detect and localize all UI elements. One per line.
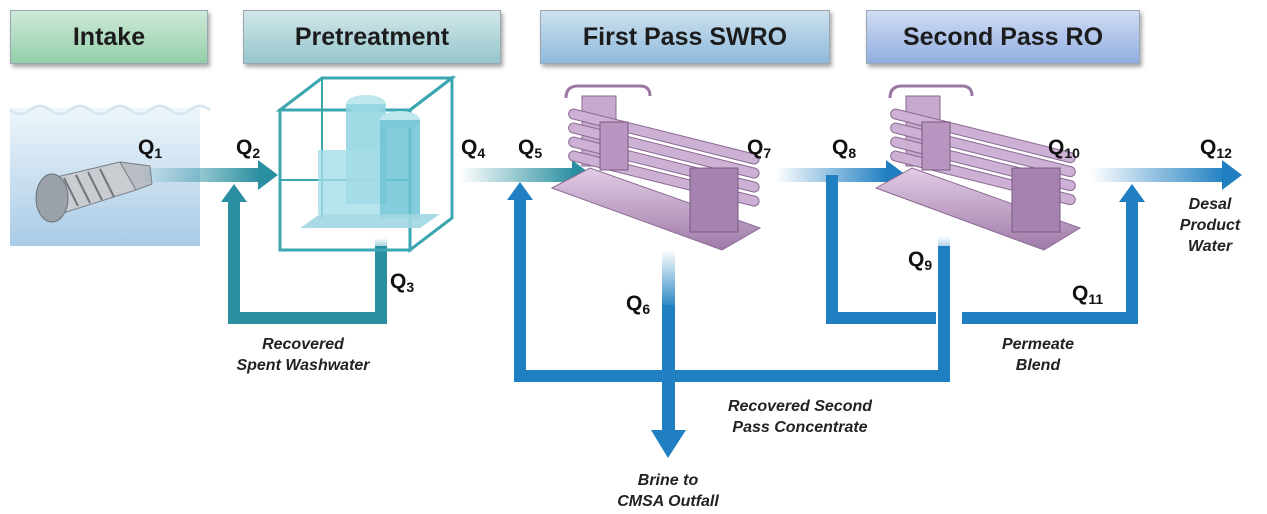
flow-label-q3: Q3 <box>390 270 415 295</box>
flow-label-q1: Q1 <box>138 136 163 161</box>
pipe-intake-to-pretreatment <box>140 168 260 182</box>
pipe-permeate-bypass <box>826 175 936 324</box>
arrow-blend-up <box>1119 184 1145 202</box>
arrow-brine-out <box>651 430 686 458</box>
pipe-washwater-recycle <box>228 198 387 324</box>
arrow-concentrate-up <box>507 182 533 200</box>
stage-pretreatment-header: Pretreatment <box>243 10 501 64</box>
flow-label-q12: Q12 <box>1200 136 1232 161</box>
flow-label-q8: Q8 <box>832 136 857 161</box>
pretreatment-filter-icon <box>275 74 457 254</box>
note-product-water: Desal Product Water <box>1179 196 1241 255</box>
flow-label-q9: Q9 <box>908 248 933 273</box>
ro-skid-icon-second-pass <box>874 84 1082 251</box>
note-brine-outfall: Brine to CMSA Outfall <box>617 472 719 510</box>
flow-label-q10: Q10 <box>1048 136 1080 161</box>
pipe-first-pass-concentrate <box>662 250 675 310</box>
stage-second-pass-label: Second Pass RO <box>902 22 1104 51</box>
flow-label-q6: Q6 <box>626 292 651 317</box>
flow-label-q2: Q2 <box>236 136 261 161</box>
flow-label-q4: Q4 <box>461 136 486 161</box>
flow-label-q11: Q11 <box>1072 282 1104 307</box>
flow-label-q7: Q7 <box>747 136 772 161</box>
pipe-product-out <box>1090 168 1226 182</box>
note-recovered-washwater: Recovered Spent Washwater <box>236 336 370 374</box>
pipe-brine-discharge <box>662 370 675 432</box>
pipe-permeate-blend <box>962 198 1138 324</box>
stage-second-pass-header: Second Pass RO <box>866 10 1140 64</box>
stage-first-pass-header: First Pass SWRO <box>540 10 830 64</box>
stage-pretreatment-label: Pretreatment <box>294 22 450 51</box>
arrow-product-out <box>1222 160 1242 190</box>
note-recovered-concentrate: Recovered Second Pass Concentrate <box>727 398 873 436</box>
note-permeate-blend: Permeate Blend <box>1001 336 1075 374</box>
intake-screen-icon <box>35 161 153 223</box>
stage-first-pass-label: First Pass SWRO <box>582 22 788 51</box>
stage-intake-label: Intake <box>72 22 146 51</box>
ro-skid-icon-first-pass <box>550 84 762 251</box>
stage-intake-header: Intake <box>10 10 208 64</box>
pipe-pretreatment-to-first-pass <box>460 168 575 182</box>
flow-label-q5: Q5 <box>518 136 543 161</box>
arrow-into-pretreatment <box>258 160 278 190</box>
arrow-washwater-up <box>221 184 247 202</box>
pipe-second-pass-concentrate-recycle <box>514 196 950 382</box>
